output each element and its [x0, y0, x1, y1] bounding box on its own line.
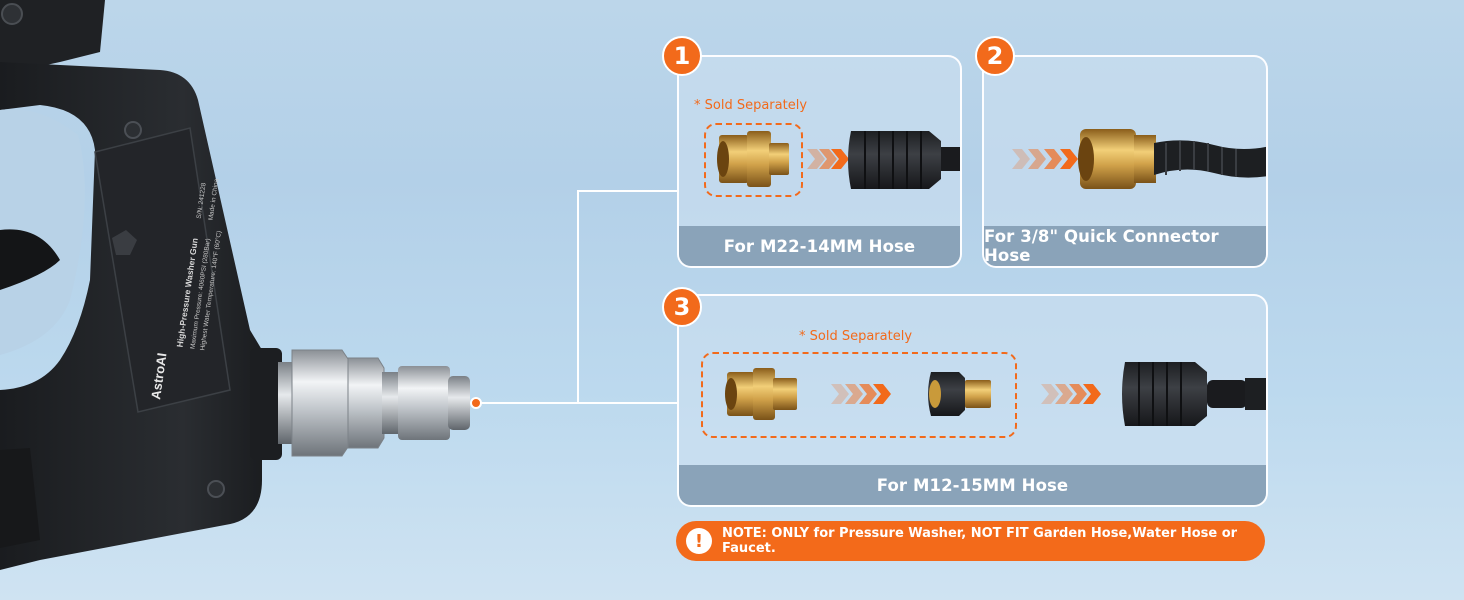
exclamation-icon: ! — [686, 528, 712, 554]
connector-line-bottom — [577, 402, 679, 404]
panel-m22: * Sold Separately — [677, 55, 962, 268]
sold-separately-outline — [704, 123, 803, 197]
sold-separately-label: * Sold Separately — [694, 98, 808, 113]
connector-line — [481, 402, 579, 404]
panel-footer: For M12-15MM Hose — [679, 465, 1266, 505]
compatibility-note: ! NOTE: ONLY for Pressure Washer, NOT FI… — [676, 521, 1265, 561]
connector-line-top — [577, 190, 679, 192]
sold-separately-label: * Sold Separately — [799, 329, 913, 344]
note-text: NOTE: ONLY for Pressure Washer, NOT FIT … — [722, 526, 1238, 556]
m12-adapters-image — [725, 362, 1266, 426]
panel-quick-connector: For 3/8" Quick Connector Hose — [982, 55, 1268, 268]
step-badge-2: 2 — [975, 36, 1015, 76]
connector-line-vertical — [577, 190, 579, 404]
pressure-washer-gun: AstroAI High-Pressure Washer Gun Maximum… — [0, 0, 482, 570]
panel-m12: * Sold Separately — [677, 294, 1268, 507]
step-badge-1: 1 — [662, 36, 702, 76]
panel-footer: For 3/8" Quick Connector Hose — [984, 226, 1266, 266]
sold-separately-outline — [701, 352, 1017, 438]
panel-footer: For M22-14MM Hose — [679, 226, 960, 266]
m22-adapter-image — [717, 131, 960, 189]
step-badge-3: 3 — [662, 287, 702, 327]
gun-brand: AstroAI — [148, 352, 169, 401]
connection-point — [470, 397, 482, 409]
quick-connector-image — [1012, 129, 1266, 189]
